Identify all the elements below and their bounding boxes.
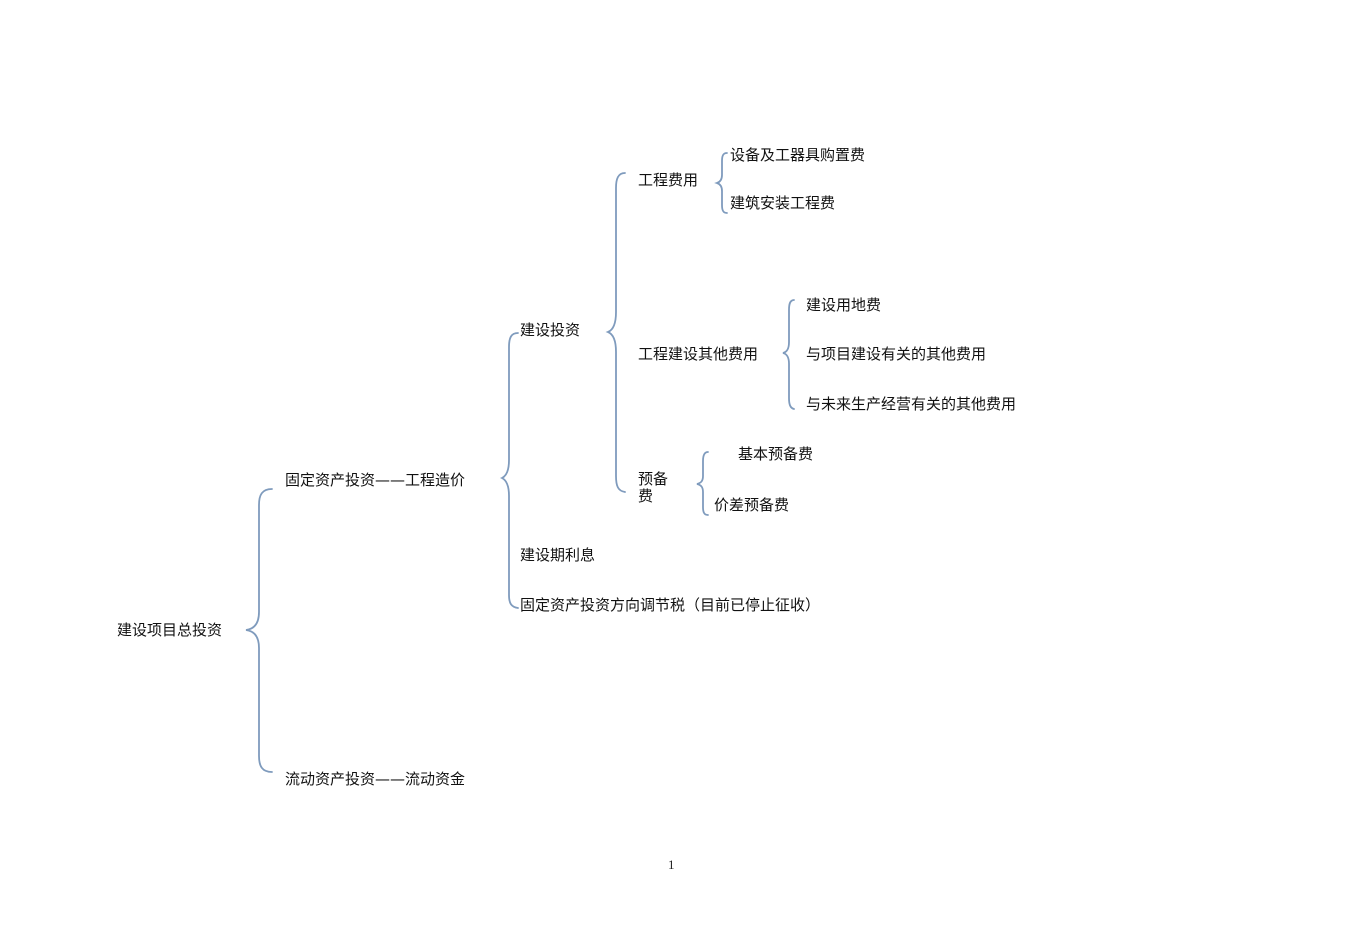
page-number: 1	[668, 857, 675, 872]
node-construction-investment: 建设投资	[520, 321, 581, 339]
node-reserve-fund: 预备费	[638, 470, 669, 505]
brace-fixed-asset	[499, 332, 519, 609]
node-construction-installation-cost: 建筑安装工程费	[730, 194, 836, 212]
brace-reserve	[696, 451, 709, 516]
node-land-use-cost: 建设用地费	[806, 296, 882, 314]
brace-construction-investment	[605, 172, 626, 493]
brace-root	[245, 488, 273, 773]
node-current-asset-investment: 流动资产投资——流动资金	[285, 770, 466, 788]
node-construction-interest: 建设期利息	[520, 546, 596, 564]
node-equipment-purchase-cost: 设备及工器具购置费	[730, 146, 866, 164]
node-investment-direction-tax: 固定资产投资方向调节税（目前已停止征收）	[520, 596, 821, 614]
node-basic-reserve: 基本预备费	[738, 445, 814, 463]
node-price-difference-reserve: 价差预备费	[714, 496, 790, 514]
node-fixed-asset-investment: 固定资产投资——工程造价	[285, 471, 466, 489]
node-other-construction-cost: 工程建设其他费用	[638, 345, 759, 363]
brace-engineering-cost	[714, 152, 728, 214]
node-future-operation-other-cost: 与未来生产经营有关的其他费用	[806, 395, 1017, 413]
brace-other-cost	[782, 299, 795, 410]
node-engineering-cost: 工程费用	[638, 171, 699, 189]
node-project-related-other-cost: 与项目建设有关的其他费用	[806, 345, 987, 363]
node-root-total-investment: 建设项目总投资	[117, 621, 223, 639]
